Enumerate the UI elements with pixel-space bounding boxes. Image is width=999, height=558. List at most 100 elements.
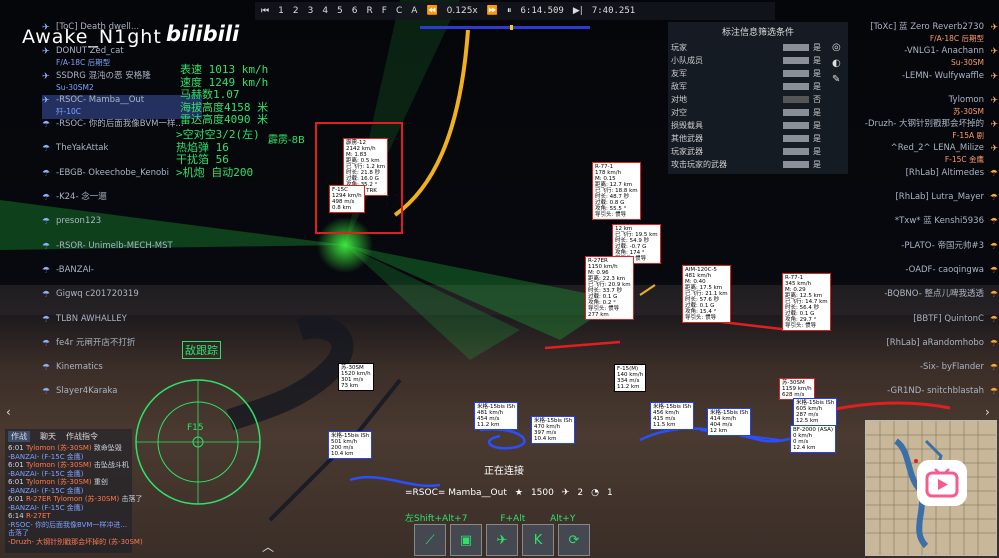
filter-toggle[interactable]	[783, 109, 809, 116]
minimap[interactable]	[865, 420, 997, 556]
right-player-row[interactable]: ☂-OADF- caoqingwa	[826, 265, 998, 289]
left-player-row[interactable]: ☂fe4r 元闸开店不打折	[42, 338, 202, 362]
filter-toggle[interactable]	[783, 57, 809, 64]
right-player-row[interactable]: ☂[BBTF] QuintonC	[826, 314, 998, 338]
right-player-row[interactable]: ☂-Six- byFlander	[826, 362, 998, 386]
filter-toggle[interactable]	[783, 70, 809, 77]
replay-item-6[interactable]: 6	[351, 6, 358, 16]
tab-chat[interactable]: 聊天	[40, 432, 56, 441]
left-player-row[interactable]: ☂preson123	[42, 216, 202, 240]
replay-item-c[interactable]: C	[395, 6, 403, 16]
replay-item-5[interactable]: 5	[337, 6, 343, 16]
filter-toggle[interactable]	[783, 122, 809, 129]
left-player-row[interactable]: ☂-EBGB- Okeechobe_Kenobi	[42, 168, 202, 192]
tab-combat[interactable]: 作战	[8, 431, 30, 442]
left-player-row[interactable]: ☂Kinematics	[42, 362, 202, 386]
right-player-row[interactable]: ☂-GR1ND- snitchblastah	[826, 386, 998, 410]
filter-toggle[interactable]	[783, 148, 809, 155]
prev-icon[interactable]: ⏮	[261, 6, 270, 16]
filter-row[interactable]: 对空是	[668, 106, 848, 119]
left-player-row[interactable]: ✈[ToC] Death dwell...	[42, 22, 202, 46]
action-cycle-button[interactable]: ⟳	[558, 524, 590, 556]
right-player-row[interactable]: ☂[RhLab] Lutra_Mayer	[826, 192, 998, 216]
filter-row[interactable]: 小队成员是	[668, 54, 848, 67]
scroll-right-icon[interactable]: ›	[985, 405, 990, 419]
replay-item-2[interactable]: 2	[292, 6, 299, 16]
right-player-row[interactable]: ☂[RhLab] Altimedes	[826, 168, 998, 192]
left-player-row[interactable]: ☂Slayer4Karaka	[42, 386, 202, 410]
replay-item-4[interactable]: 4	[322, 6, 329, 16]
tab-orders[interactable]: 作战指令	[66, 432, 98, 441]
right-player-row[interactable]: ☂*Txw* 蓝 Kenshi5936	[826, 216, 998, 240]
scroll-left-icon[interactable]: ‹	[6, 405, 11, 419]
filter-row[interactable]: 损毁载具是	[668, 119, 848, 132]
step-icon[interactable]: ▶|	[572, 6, 583, 16]
target-icon[interactable]: ◎	[832, 42, 841, 53]
pause-icon[interactable]: ⏸	[506, 6, 512, 16]
action-missile-button[interactable]: ✈	[486, 524, 518, 556]
filter-toggle[interactable]	[783, 83, 809, 90]
left-player-row[interactable]: ☂-BANZAI-	[42, 265, 202, 289]
filter-row[interactable]: 玩家武器是	[668, 145, 848, 158]
filter-row[interactable]: 敌军是	[668, 80, 848, 93]
left-player-row[interactable]: ☂-K24- 念一逦	[42, 192, 202, 216]
replay-item-1[interactable]: 1	[278, 6, 284, 16]
compass-icon[interactable]: ◐	[832, 58, 841, 69]
right-player-row[interactable]: ☂[RhLab] aRandomhobo	[826, 338, 998, 362]
replay-speed[interactable]: 0.125x	[446, 6, 478, 16]
action-k-button[interactable]: K	[522, 524, 554, 556]
chevron-up-icon[interactable]: ︿	[262, 540, 275, 554]
filter-toggle[interactable]	[783, 96, 809, 103]
filter-row[interactable]: 攻击玩家的武器是	[668, 158, 848, 171]
skip-forward-icon[interactable]: ⏩	[486, 6, 498, 16]
filter-row[interactable]: 玩家是	[668, 41, 848, 54]
replay-progress[interactable]	[420, 26, 590, 29]
right-player-row[interactable]: ✈-LEMN- Wulfywaffle	[826, 71, 998, 95]
filter-toggle[interactable]	[783, 161, 809, 168]
replay-item-r[interactable]: R	[366, 6, 373, 16]
right-player-row[interactable]: ☂-PLATO- 帝国元帅#3	[826, 241, 998, 265]
replay-progress-marker[interactable]	[510, 25, 513, 30]
left-player-row[interactable]: ☂-RSOR- Unimelb-MECH-MST	[42, 241, 202, 265]
action-bomb-button[interactable]: ▣	[450, 524, 482, 556]
pen-icon[interactable]: ✎	[832, 74, 841, 85]
skip-back-icon[interactable]: ⏪	[426, 6, 438, 16]
filter-toggle[interactable]	[783, 135, 809, 142]
right-player-row[interactable]: ☂-BQBNO- 整点儿啤我透透	[826, 289, 998, 313]
filter-row[interactable]: 其他武器是	[668, 132, 848, 145]
filter-toggle[interactable]	[783, 44, 809, 51]
replay-item-3[interactable]: 3	[307, 6, 314, 16]
replay-item-a[interactable]: A	[411, 6, 418, 16]
replay-item-f[interactable]: F	[381, 6, 387, 16]
filter-row[interactable]: 对地否	[668, 93, 848, 106]
filter-row[interactable]: 友军是	[668, 67, 848, 80]
left-player-row[interactable]: ☂TheYakAttak	[42, 143, 202, 167]
action-glide-button[interactable]: ⟋	[414, 524, 446, 556]
left-player-row[interactable]: ☂TLBN AWHALLEY	[42, 314, 202, 338]
left-player-row[interactable]: ☂-RSOC- 你的后面我像BVM一样...	[42, 119, 202, 143]
left-player-row[interactable]: ☂Gigwq c201720319	[42, 289, 202, 313]
